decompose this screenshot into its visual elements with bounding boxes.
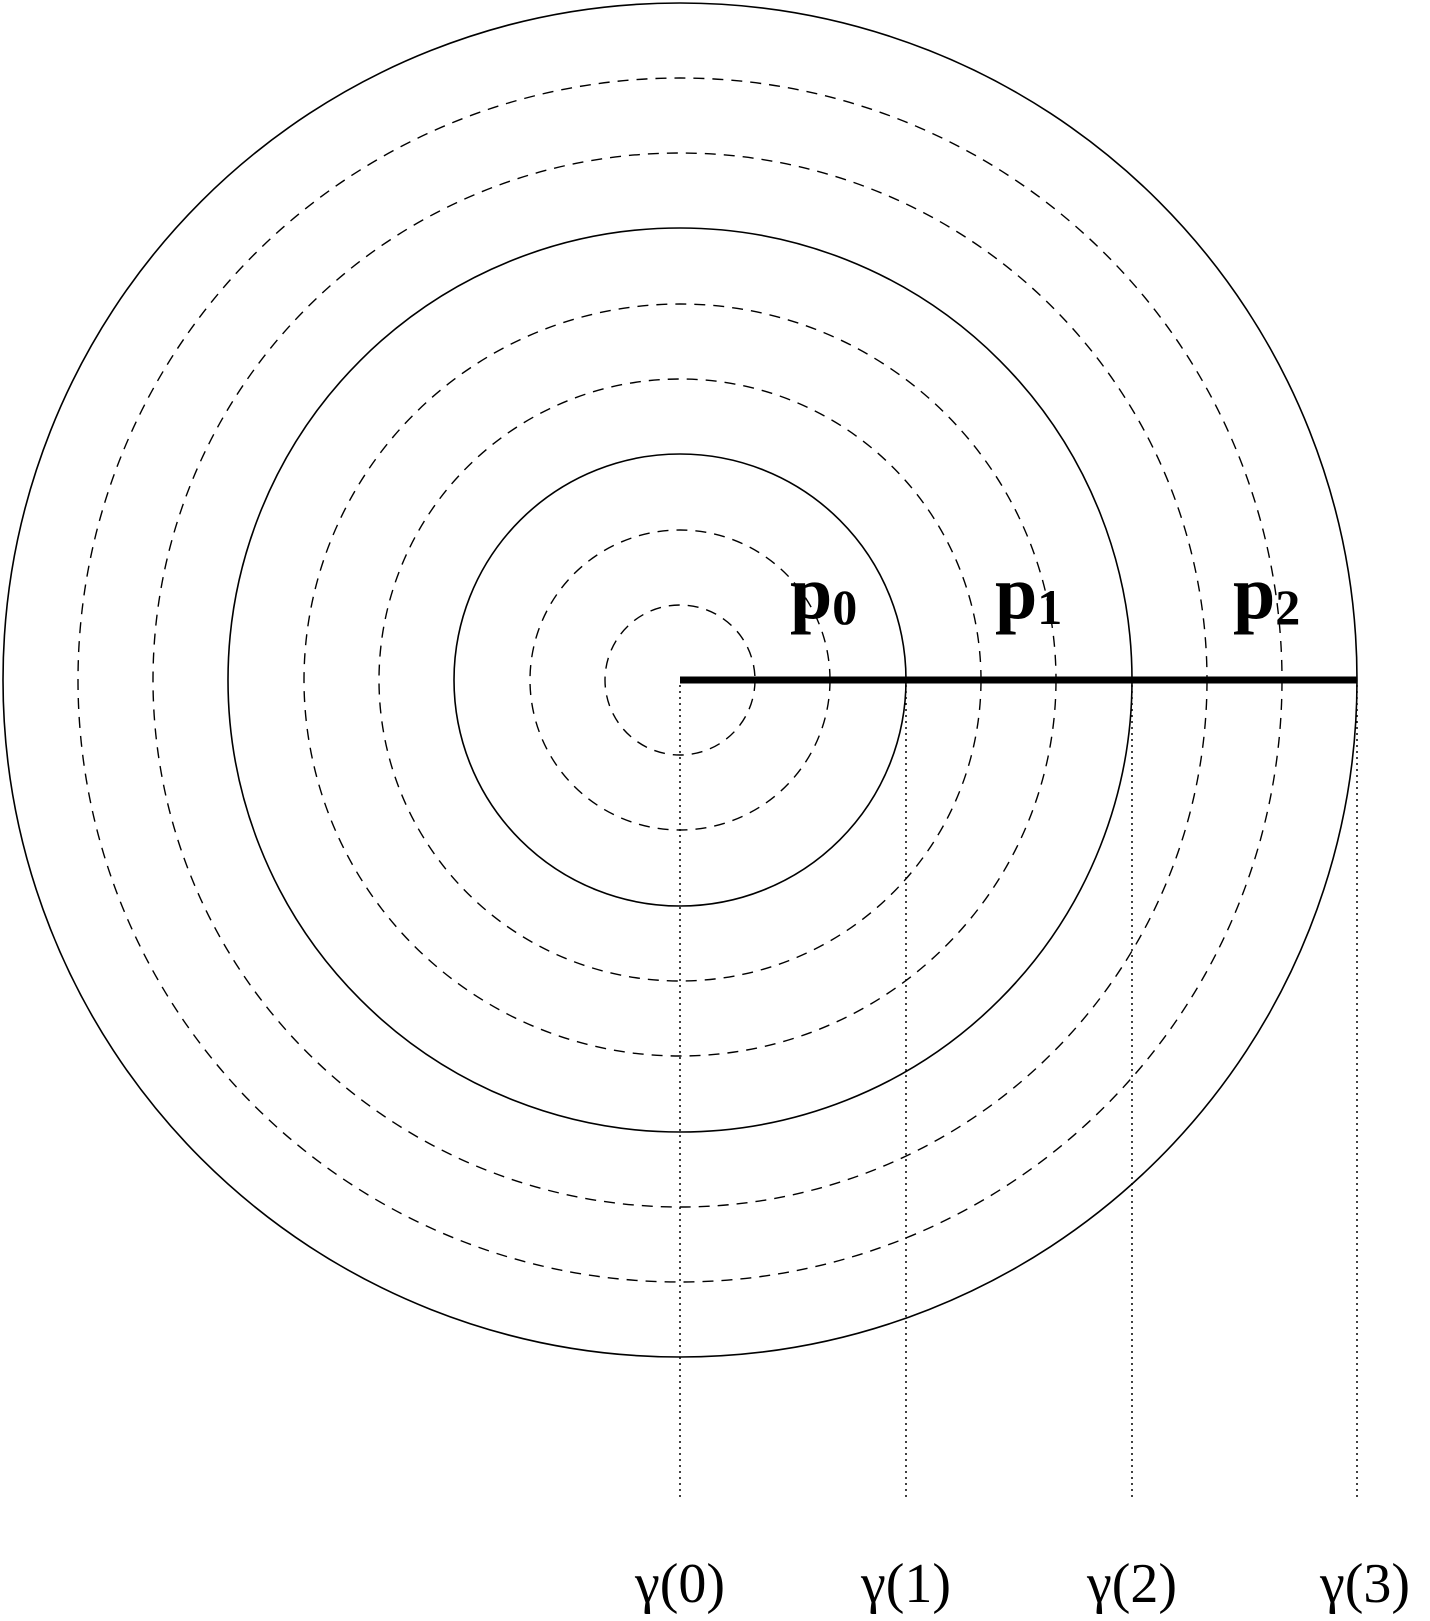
point-label-p0: p0 [790, 551, 857, 635]
point-label-p1: p1 [995, 551, 1062, 635]
gamma-label-0: γ(0) [634, 1553, 725, 1615]
gamma-label-2: γ(2) [1086, 1553, 1177, 1615]
gamma-label-3: γ(3) [1319, 1553, 1410, 1615]
gamma-label-1: γ(1) [860, 1553, 951, 1615]
point-label-p2: p2 [1233, 551, 1300, 635]
